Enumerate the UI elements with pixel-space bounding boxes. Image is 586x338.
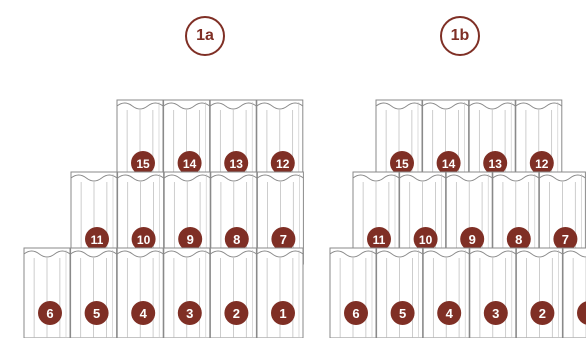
tile-number-badge xyxy=(529,151,554,175)
tile-number: 3 xyxy=(492,306,499,321)
roof-tile-5: 5 xyxy=(70,247,118,338)
roof-tile-1: 1 xyxy=(562,247,586,338)
roof-tile-4: 4 xyxy=(422,247,470,338)
tile-number-badge xyxy=(224,227,249,251)
tile-number: 14 xyxy=(183,157,197,171)
tile-number: 4 xyxy=(446,306,454,321)
panel-label-1b: 1b xyxy=(440,16,480,56)
tile-number: 8 xyxy=(515,232,522,247)
tile-number: 1 xyxy=(279,306,286,321)
tile-number: 11 xyxy=(91,233,104,247)
tile-number-badge xyxy=(270,151,295,175)
tile-number-badge xyxy=(553,227,578,251)
tile-number: 7 xyxy=(280,232,287,247)
tile-number-badge xyxy=(530,301,555,325)
tile-number: 3 xyxy=(186,306,193,321)
tile-number-badge xyxy=(224,151,249,175)
tile-number-badge xyxy=(85,227,109,251)
roof-tile-1: 1 xyxy=(256,247,304,338)
tile-number: 10 xyxy=(419,233,433,247)
tile-number: 8 xyxy=(233,232,240,247)
tile-number-badge xyxy=(271,301,295,325)
tile-number-badge xyxy=(390,151,414,175)
tile-number-badge xyxy=(344,301,368,325)
tile-number-badge xyxy=(177,151,202,175)
tile-number-badge xyxy=(84,301,109,325)
roof-tile-2: 2 xyxy=(209,247,257,338)
tile-number: 5 xyxy=(399,306,406,321)
tile-number-badge xyxy=(506,227,531,251)
tile-number: 15 xyxy=(395,157,409,171)
tile-number: 13 xyxy=(230,157,244,171)
roof-tile-2: 2 xyxy=(515,247,563,338)
tile-number: 2 xyxy=(539,306,546,321)
tile-number-badge xyxy=(131,301,156,325)
roof-tile-6: 6 xyxy=(23,247,71,338)
tile-number-badge xyxy=(413,227,438,251)
tile-panel-1a: 15 14 13 12 11 10 9 8 7 6 5 4 3 2 1 xyxy=(23,99,304,338)
tile-number-badge xyxy=(177,301,202,325)
tile-number: 2 xyxy=(233,306,240,321)
tile-number: 9 xyxy=(469,232,476,247)
panel-label-1a: 1a xyxy=(185,16,225,56)
roof-tile-3: 3 xyxy=(469,247,517,338)
tile-number-badge xyxy=(271,227,296,251)
tile-number: 6 xyxy=(46,306,53,321)
roof-tile-4: 4 xyxy=(116,247,164,338)
tile-number: 13 xyxy=(489,157,503,171)
tile-number-badge xyxy=(38,301,62,325)
tile-number: 15 xyxy=(136,157,150,171)
roof-tile-5: 5 xyxy=(376,247,424,338)
roof-tile-3: 3 xyxy=(163,247,211,338)
tile-number: 6 xyxy=(352,306,359,321)
tile-number-badge xyxy=(178,227,203,251)
tile-number-badge xyxy=(483,151,508,175)
tile-number-badge xyxy=(367,227,391,251)
tile-row-1: 6 5 4 3 2 1 xyxy=(329,247,586,338)
roof-tile-6: 6 xyxy=(329,247,377,338)
tile-number-badge xyxy=(577,301,586,325)
tile-number: 12 xyxy=(535,157,549,171)
tile-panel-1b: 15 14 13 12 11 10 9 8 7 6 5 4 3 2 1 xyxy=(329,99,586,338)
tile-number: 12 xyxy=(276,157,290,171)
tile-number: 9 xyxy=(187,232,194,247)
tile-number-badge xyxy=(224,301,249,325)
tile-number: 14 xyxy=(442,157,456,171)
tile-number: 10 xyxy=(137,233,151,247)
tile-row-1: 6 5 4 3 2 1 xyxy=(23,247,304,338)
tile-number-badge xyxy=(437,301,462,325)
tile-number-badge xyxy=(131,227,156,251)
tile-number-badge xyxy=(390,301,415,325)
tile-number-badge xyxy=(460,227,485,251)
tile-number: 4 xyxy=(140,306,148,321)
tile-number: 5 xyxy=(93,306,100,321)
tile-number: 7 xyxy=(562,232,569,247)
tile-number-badge xyxy=(436,151,461,175)
tile-number-badge xyxy=(131,151,155,175)
tile-number-badge xyxy=(483,301,508,325)
tile-number: 11 xyxy=(373,233,386,247)
